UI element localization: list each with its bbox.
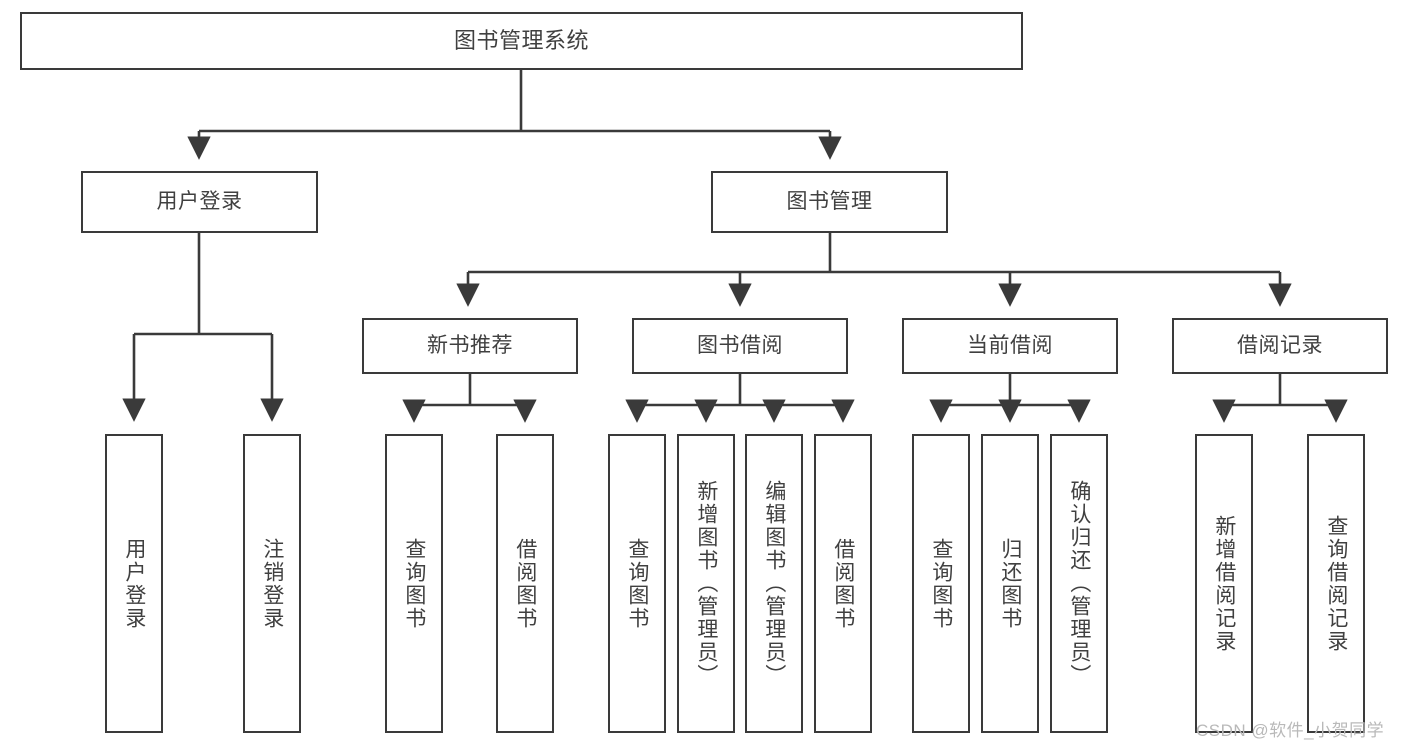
node-label: 用户登录 xyxy=(156,189,243,213)
node-label: 确认归还（管理员） xyxy=(1067,480,1091,687)
leaf-query-book-recommend[interactable]: 查询图书 xyxy=(385,434,443,733)
node-label: 查询图书 xyxy=(625,537,649,630)
node-label: 归还图书 xyxy=(998,537,1022,630)
node-label: 查询图书 xyxy=(929,537,953,630)
leaf-edit-book-admin[interactable]: 编辑图书（管理员） xyxy=(745,434,803,733)
leaf-add-book-admin[interactable]: 新增图书（管理员） xyxy=(677,434,735,733)
node-book-management[interactable]: 图书管理 xyxy=(711,171,948,233)
node-label: 借阅图书 xyxy=(831,537,855,630)
node-root-system[interactable]: 图书管理系统 xyxy=(20,12,1023,70)
leaf-user-login[interactable]: 用户登录 xyxy=(105,434,163,733)
node-label: 当前借阅 xyxy=(967,333,1053,357)
node-label: 查询借阅记录 xyxy=(1324,514,1348,653)
node-label: 查询图书 xyxy=(402,537,426,630)
node-label: 注销登录 xyxy=(260,537,284,630)
node-label: 借阅记录 xyxy=(1237,333,1323,357)
node-borrow-record[interactable]: 借阅记录 xyxy=(1172,318,1388,374)
leaf-borrow-book[interactable]: 借阅图书 xyxy=(814,434,872,733)
node-label: 图书借阅 xyxy=(697,333,783,357)
node-label: 借阅图书 xyxy=(513,537,537,630)
node-book-borrow[interactable]: 图书借阅 xyxy=(632,318,848,374)
node-label: 用户登录 xyxy=(122,537,146,630)
leaf-logout[interactable]: 注销登录 xyxy=(243,434,301,733)
leaf-query-book-current[interactable]: 查询图书 xyxy=(912,434,970,733)
leaf-query-borrow-record[interactable]: 查询借阅记录 xyxy=(1307,434,1365,733)
node-current-borrow[interactable]: 当前借阅 xyxy=(902,318,1118,374)
leaf-borrow-book-recommend[interactable]: 借阅图书 xyxy=(496,434,554,733)
leaf-return-book[interactable]: 归还图书 xyxy=(981,434,1039,733)
node-label: 新书推荐 xyxy=(427,333,513,357)
leaf-confirm-return-admin[interactable]: 确认归还（管理员） xyxy=(1050,434,1108,733)
node-user-login[interactable]: 用户登录 xyxy=(81,171,318,233)
leaf-query-book-borrow[interactable]: 查询图书 xyxy=(608,434,666,733)
leaf-add-borrow-record[interactable]: 新增借阅记录 xyxy=(1195,434,1253,733)
node-label: 新增图书（管理员） xyxy=(694,480,718,687)
node-label: 图书管理 xyxy=(786,189,873,213)
node-label: 图书管理系统 xyxy=(453,28,589,54)
node-new-book-recommend[interactable]: 新书推荐 xyxy=(362,318,578,374)
node-label: 新增借阅记录 xyxy=(1212,514,1236,653)
csdn-watermark: CSDN @软件_小贺同学 xyxy=(1196,721,1385,740)
node-label: 编辑图书（管理员） xyxy=(762,480,786,687)
